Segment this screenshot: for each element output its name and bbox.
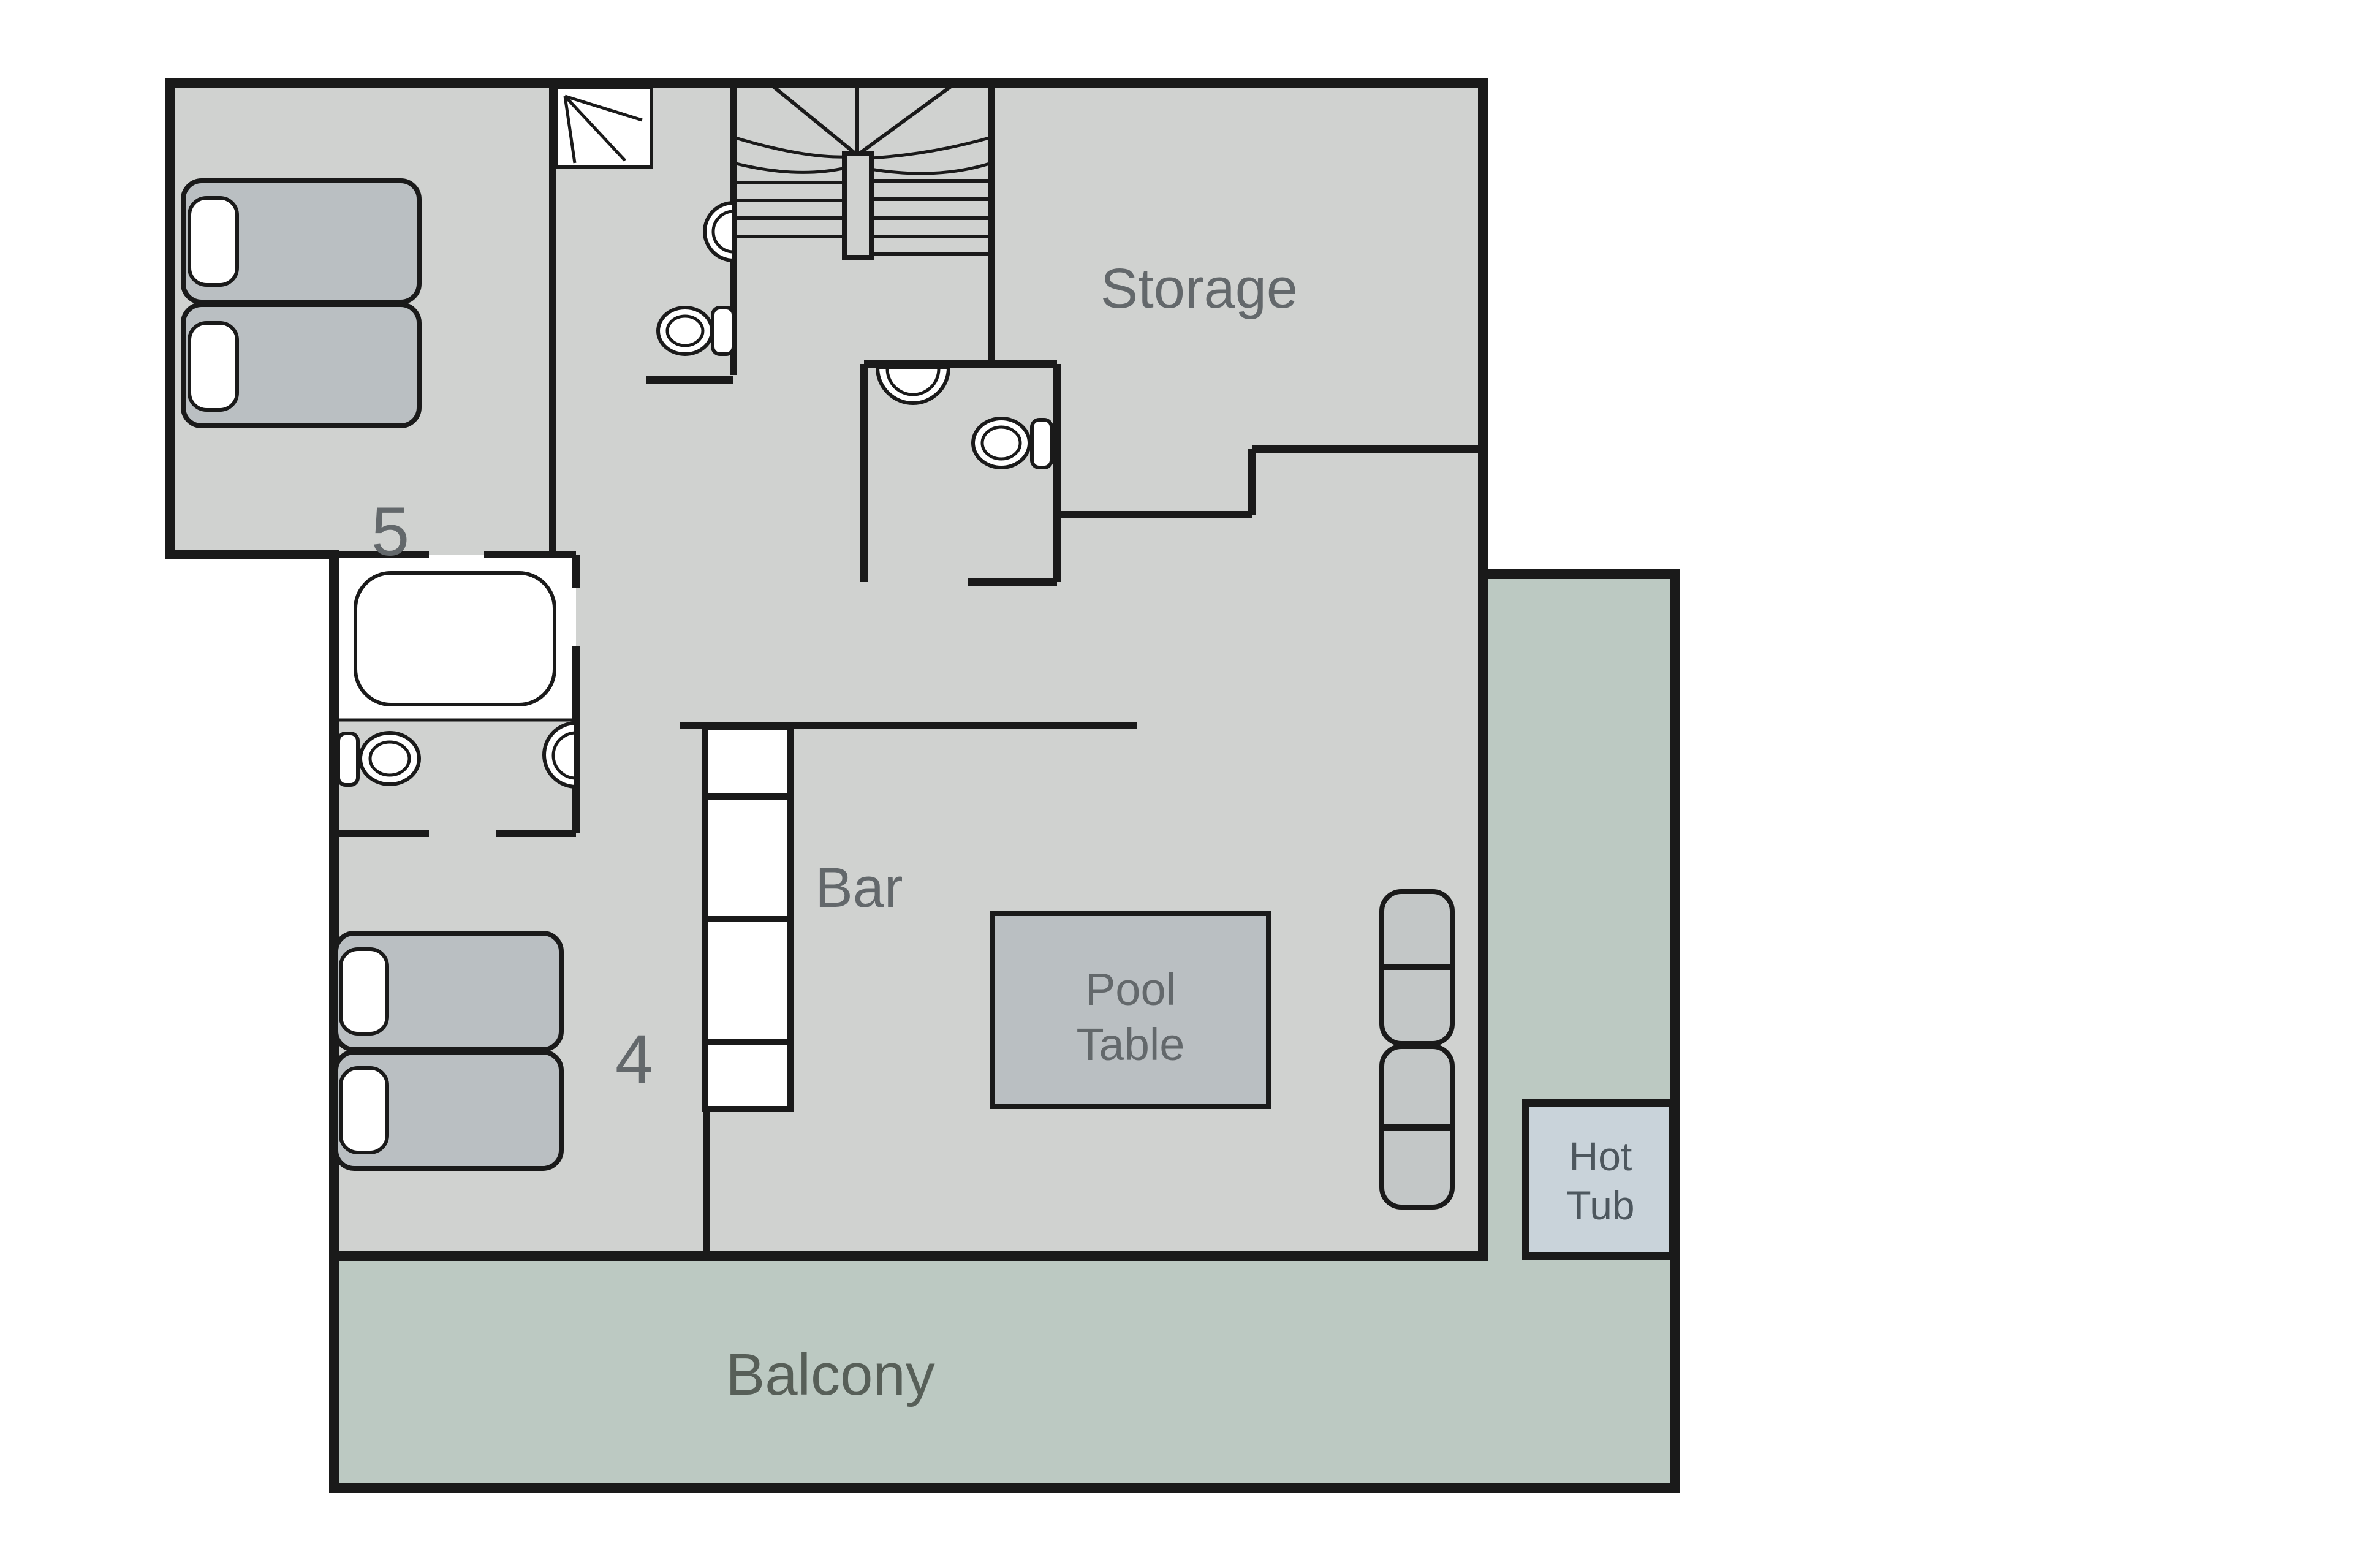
toilet-tank [336,732,360,787]
stair-winder-curve [870,161,992,175]
stair-stringer [842,151,874,260]
sink-icon [542,721,578,789]
stair-winder-curve [870,135,992,160]
toilet-tank [711,306,735,356]
hot-tub [1522,1099,1677,1260]
hot-tub-label-line2: Tub [1566,1183,1634,1228]
shower-icon [554,85,653,169]
sink-inner-arc [885,368,941,396]
staircase [733,83,992,260]
pool-table-label-line1: Pool [1085,964,1176,1015]
storage-label: Storage [1101,257,1298,320]
sofa-divider [1382,964,1452,1131]
stair-winder-line [770,83,858,157]
bed [333,1050,564,1171]
shower-spray-line [564,95,626,162]
toilet-icon [656,306,714,356]
stair-winder-curve [733,135,846,159]
stair-winder-line [856,83,955,157]
toilet-inner [368,740,411,777]
furniture [181,178,1677,1260]
toilet-inner [980,425,1022,461]
storage-walls [1057,445,1483,518]
toilet-inner [665,314,705,347]
fixtures [336,85,1053,789]
bathtub-icon [354,571,556,706]
shower-spray-line [564,94,643,122]
balcony-floor [334,1256,1675,1488]
balcony-label: Balcony [726,1342,935,1407]
bed [181,302,422,428]
stair-winder-curve [733,161,846,174]
hot-tub-label-line1: Hot [1569,1134,1632,1179]
shower-spray-line [563,96,577,164]
toilet-tank [1030,418,1053,469]
pillow [188,321,239,412]
wall [860,360,1061,586]
pillow [339,1066,389,1154]
sink-inner-arc [711,210,734,254]
bar-label: Bar [815,857,903,919]
room-5-label: 5 [371,493,409,570]
pool-table-label-line2: Table [1077,1019,1185,1070]
sink-inner-arc [551,731,577,780]
sink-icon [703,200,735,263]
room-4-label: 4 [615,1021,653,1097]
balcony-outline-wall [329,569,1680,1493]
pillow [339,947,389,1036]
pool-table [990,911,1271,1109]
labels: 5 Storage Bar 4 Pool Table Hot Tub Balco… [371,257,1635,1407]
pillow [188,196,239,287]
bar-counter-divider [705,793,790,1045]
sink-icon [875,366,951,405]
